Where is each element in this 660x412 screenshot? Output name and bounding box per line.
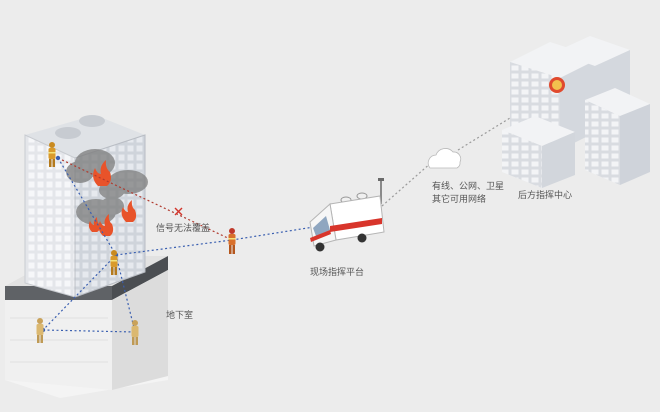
link-cloud-to-center: [457, 117, 511, 151]
firefighter-icon: [36, 318, 44, 343]
link-mid-to-basement-left: [42, 254, 117, 331]
signal-blocked-label: 信号无法覆盖: [156, 222, 210, 234]
firefighter-icon: [228, 228, 236, 254]
network-label-line1: 有线、公网、卫星: [432, 180, 504, 192]
flames: [88, 160, 137, 236]
link-relay-to-vehicle: [231, 225, 321, 241]
link-basement: [42, 329, 136, 333]
signal-blocked-x-icon: [174, 207, 183, 216]
link-blocked: [57, 157, 233, 241]
network-cloud-icon: [427, 148, 462, 169]
command-center-buildings: [502, 36, 650, 188]
rear-center-label: 后方指挥中心: [518, 189, 572, 201]
signal-links: [42, 117, 511, 333]
basement-label: 地下室: [166, 309, 193, 321]
onsite-platform-label: 现场指挥平台: [310, 266, 364, 278]
link-mid-to-relay: [115, 239, 233, 256]
link-ff-top-to-mid: [57, 157, 117, 256]
network-label-line2: 其它可用网络: [432, 193, 486, 205]
link-vehicle-to-cloud: [381, 161, 433, 207]
firefighter-icon: [131, 320, 139, 345]
command-vehicle-icon: [309, 178, 385, 252]
firefighter-icon: [48, 142, 56, 167]
firefighter-icon: [110, 250, 118, 275]
